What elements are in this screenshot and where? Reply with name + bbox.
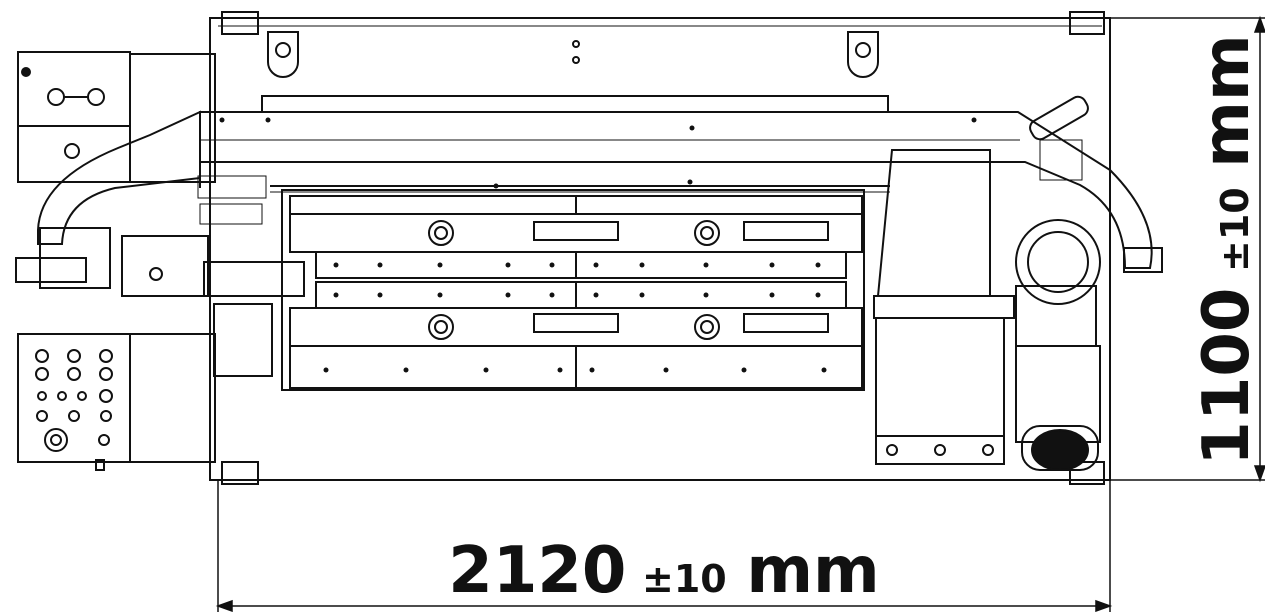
height-tolerance: ±10 — [1213, 187, 1257, 272]
height-dimension-label: 1100 ±10 mm — [1190, 34, 1264, 465]
bottom-control-panel — [17, 333, 216, 471]
top-control-panel — [17, 51, 216, 183]
width-dimension-line — [215, 480, 1113, 612]
motor — [1015, 219, 1101, 471]
height-value: 1100 — [1190, 288, 1264, 466]
vise-rails — [281, 189, 865, 391]
rail-bolts — [219, 117, 977, 373]
width-value: 2120 — [448, 534, 626, 608]
height-unit: mm — [1190, 34, 1264, 167]
gearbox-housing — [873, 149, 1163, 465]
base-frame — [209, 17, 1111, 481]
width-tolerance: ±10 — [642, 557, 727, 601]
height-dimension-line — [1110, 15, 1265, 483]
width-dimension-label: 2120 ±10 mm — [448, 534, 879, 608]
corner-brackets — [221, 11, 1105, 485]
mounting-lugs — [267, 31, 879, 78]
left-vise-mechanism — [15, 227, 305, 377]
width-unit: mm — [746, 534, 879, 608]
top-handle — [1029, 95, 1089, 141]
nameplates — [197, 139, 1083, 225]
